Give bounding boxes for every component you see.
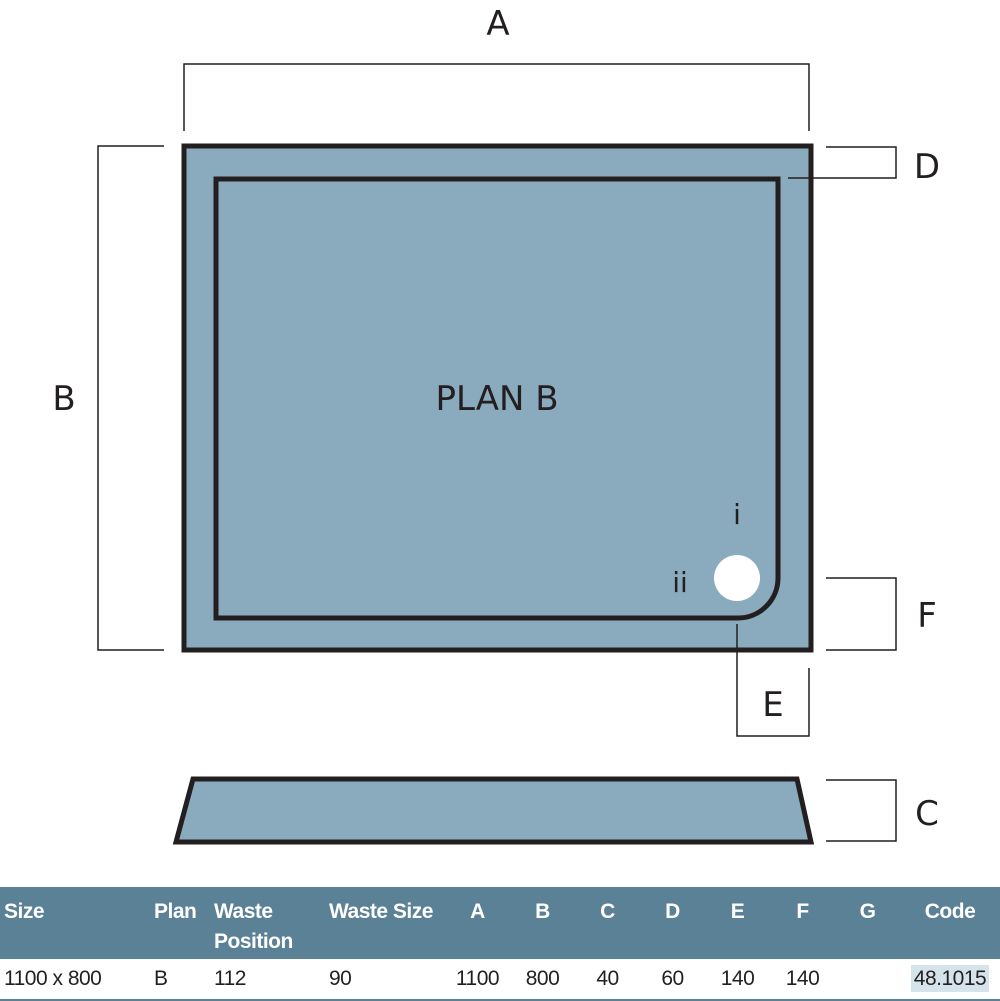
dimension-f-bracket xyxy=(826,577,897,651)
cell-code: 48.1015 xyxy=(900,957,1000,1001)
header-g: G xyxy=(835,887,900,958)
dimension-c-label: C xyxy=(915,794,939,834)
waste-outlet xyxy=(714,555,760,601)
plan-label: PLAN B xyxy=(435,379,558,419)
dimension-b-bracket xyxy=(97,145,164,651)
cell-plan: B xyxy=(150,957,210,1001)
waste-label-ii: ii xyxy=(672,566,688,599)
cell-c: 40 xyxy=(575,957,640,1001)
cell-waste-size: 90 xyxy=(325,957,445,1001)
dimension-d-label: D xyxy=(914,147,940,187)
spec-table: Size Plan Waste Position Waste Size A B … xyxy=(0,887,1000,1001)
dimension-e-bracket xyxy=(736,624,810,737)
header-c: C xyxy=(575,887,640,958)
header-a: A xyxy=(445,887,510,958)
header-waste-position: Waste Position xyxy=(210,887,325,958)
header-d: D xyxy=(640,887,705,958)
dimension-a-bracket xyxy=(183,63,810,131)
dimension-b-label: B xyxy=(52,379,75,419)
cell-f: 140 xyxy=(770,957,835,1001)
tray-side-profile xyxy=(172,776,815,845)
cell-b: 800 xyxy=(510,957,575,1001)
header-size: Size xyxy=(0,887,150,958)
header-waste-size: Waste Size xyxy=(325,887,445,958)
dimension-f-label: F xyxy=(917,596,937,636)
tray-inner-basin xyxy=(213,176,781,621)
header-plan: Plan xyxy=(150,887,210,958)
cell-d: 60 xyxy=(640,957,705,1001)
cell-g xyxy=(835,957,900,1001)
product-code: 48.1015 xyxy=(910,965,990,992)
cell-waste-position: 112 xyxy=(210,957,325,1001)
table-header-row: Size Plan Waste Position Waste Size A B … xyxy=(0,887,1000,958)
dimension-c-bracket xyxy=(826,779,897,842)
cell-e: 140 xyxy=(705,957,770,1001)
table-row: 1100 x 800 B 112 90 1100 800 40 60 140 1… xyxy=(0,957,1000,1001)
shower-tray-diagram: A B PLAN B i ii D F E C xyxy=(52,4,940,845)
dimension-a-label: A xyxy=(486,4,509,44)
header-f: F xyxy=(770,887,835,958)
header-code: Code xyxy=(900,887,1000,958)
cell-size: 1100 x 800 xyxy=(0,957,150,1001)
header-e: E xyxy=(705,887,770,958)
waste-label-i: i xyxy=(733,498,741,531)
header-b: B xyxy=(510,887,575,958)
dimension-e-label: E xyxy=(762,685,783,725)
dimension-d-bracket xyxy=(788,146,897,179)
cell-a: 1100 xyxy=(445,957,510,1001)
